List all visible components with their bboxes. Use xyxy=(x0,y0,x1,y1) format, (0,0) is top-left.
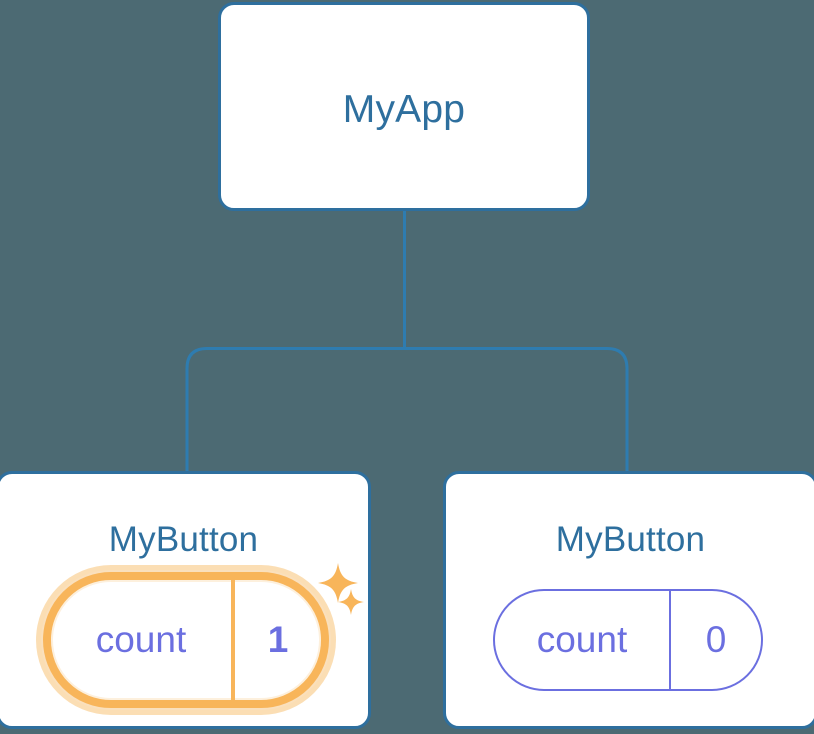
state-pill-left-key: count xyxy=(51,580,235,700)
root-component-title: MyApp xyxy=(342,88,466,131)
state-pill-highlight-group: count 1 xyxy=(36,565,336,715)
state-pill-right-value: 0 xyxy=(705,619,727,660)
state-pill-right-key: count xyxy=(495,591,671,689)
sparkle-large-icon xyxy=(318,563,358,603)
state-pill-left[interactable]: count 1 xyxy=(43,572,329,708)
root-component-card[interactable]: MyApp xyxy=(218,2,590,211)
sparkle-small-icon xyxy=(338,589,364,615)
state-pill-left-value: 1 xyxy=(267,619,289,660)
connector-branch-right xyxy=(404,347,629,471)
child-component-title-left: MyButton xyxy=(108,520,259,559)
connector-branch-left xyxy=(185,347,405,471)
child-component-title-right: MyButton xyxy=(555,520,706,559)
state-pill-right[interactable]: count 0 xyxy=(493,589,763,691)
